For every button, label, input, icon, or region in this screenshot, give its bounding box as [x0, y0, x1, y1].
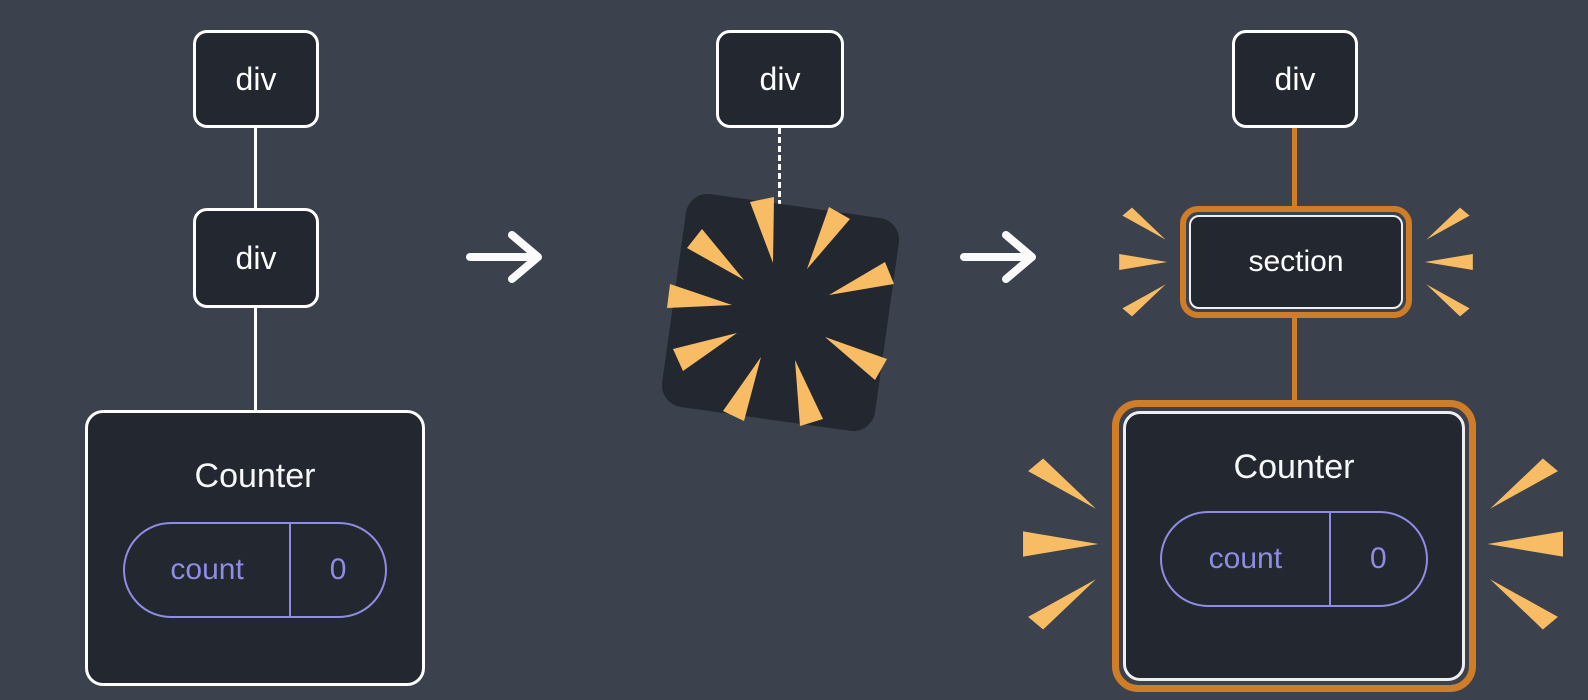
root-div-node: div: [193, 30, 319, 128]
section-node: section: [1189, 215, 1403, 309]
root-div-label: div: [235, 60, 277, 97]
root-div-node: div: [1232, 30, 1358, 128]
component-title: Counter: [1233, 448, 1355, 486]
highlight-burst-icon: [1487, 458, 1563, 630]
component-title: Counter: [194, 457, 316, 495]
child-div-label: div: [235, 239, 277, 276]
arrow-right-icon: [466, 231, 542, 283]
poof-burst-icon: [667, 197, 894, 426]
child-div-node: div: [193, 208, 319, 308]
counter-component: Counter count 0: [85, 410, 425, 686]
root-div-label: div: [759, 60, 801, 97]
tree-connector-highlighted: [1292, 128, 1297, 206]
counter-component-highlighted: Counter count 0: [1112, 400, 1476, 692]
tree-connector: [254, 128, 257, 208]
tree-connector: [254, 308, 257, 410]
root-div-node: div: [716, 30, 844, 128]
highlight-burst-icon: [1424, 207, 1473, 317]
tree-connector-highlighted: [1292, 318, 1297, 400]
state-pill: count 0: [1160, 511, 1428, 607]
state-key: count: [1208, 542, 1283, 575]
arrow-right-icon: [960, 231, 1036, 283]
counter-component: Counter count 0: [1123, 411, 1465, 681]
section-label: section: [1248, 245, 1344, 278]
state-key: count: [170, 553, 244, 586]
dashed-connector: [778, 128, 781, 206]
root-div-label: div: [1274, 60, 1316, 97]
section-node-highlighted: section: [1180, 206, 1412, 318]
state-pill: count 0: [123, 522, 387, 618]
highlight-burst-icon: [1119, 207, 1168, 317]
state-value: 0: [289, 524, 385, 616]
highlight-burst-icon: [1023, 458, 1099, 630]
state-value: 0: [1328, 513, 1426, 605]
